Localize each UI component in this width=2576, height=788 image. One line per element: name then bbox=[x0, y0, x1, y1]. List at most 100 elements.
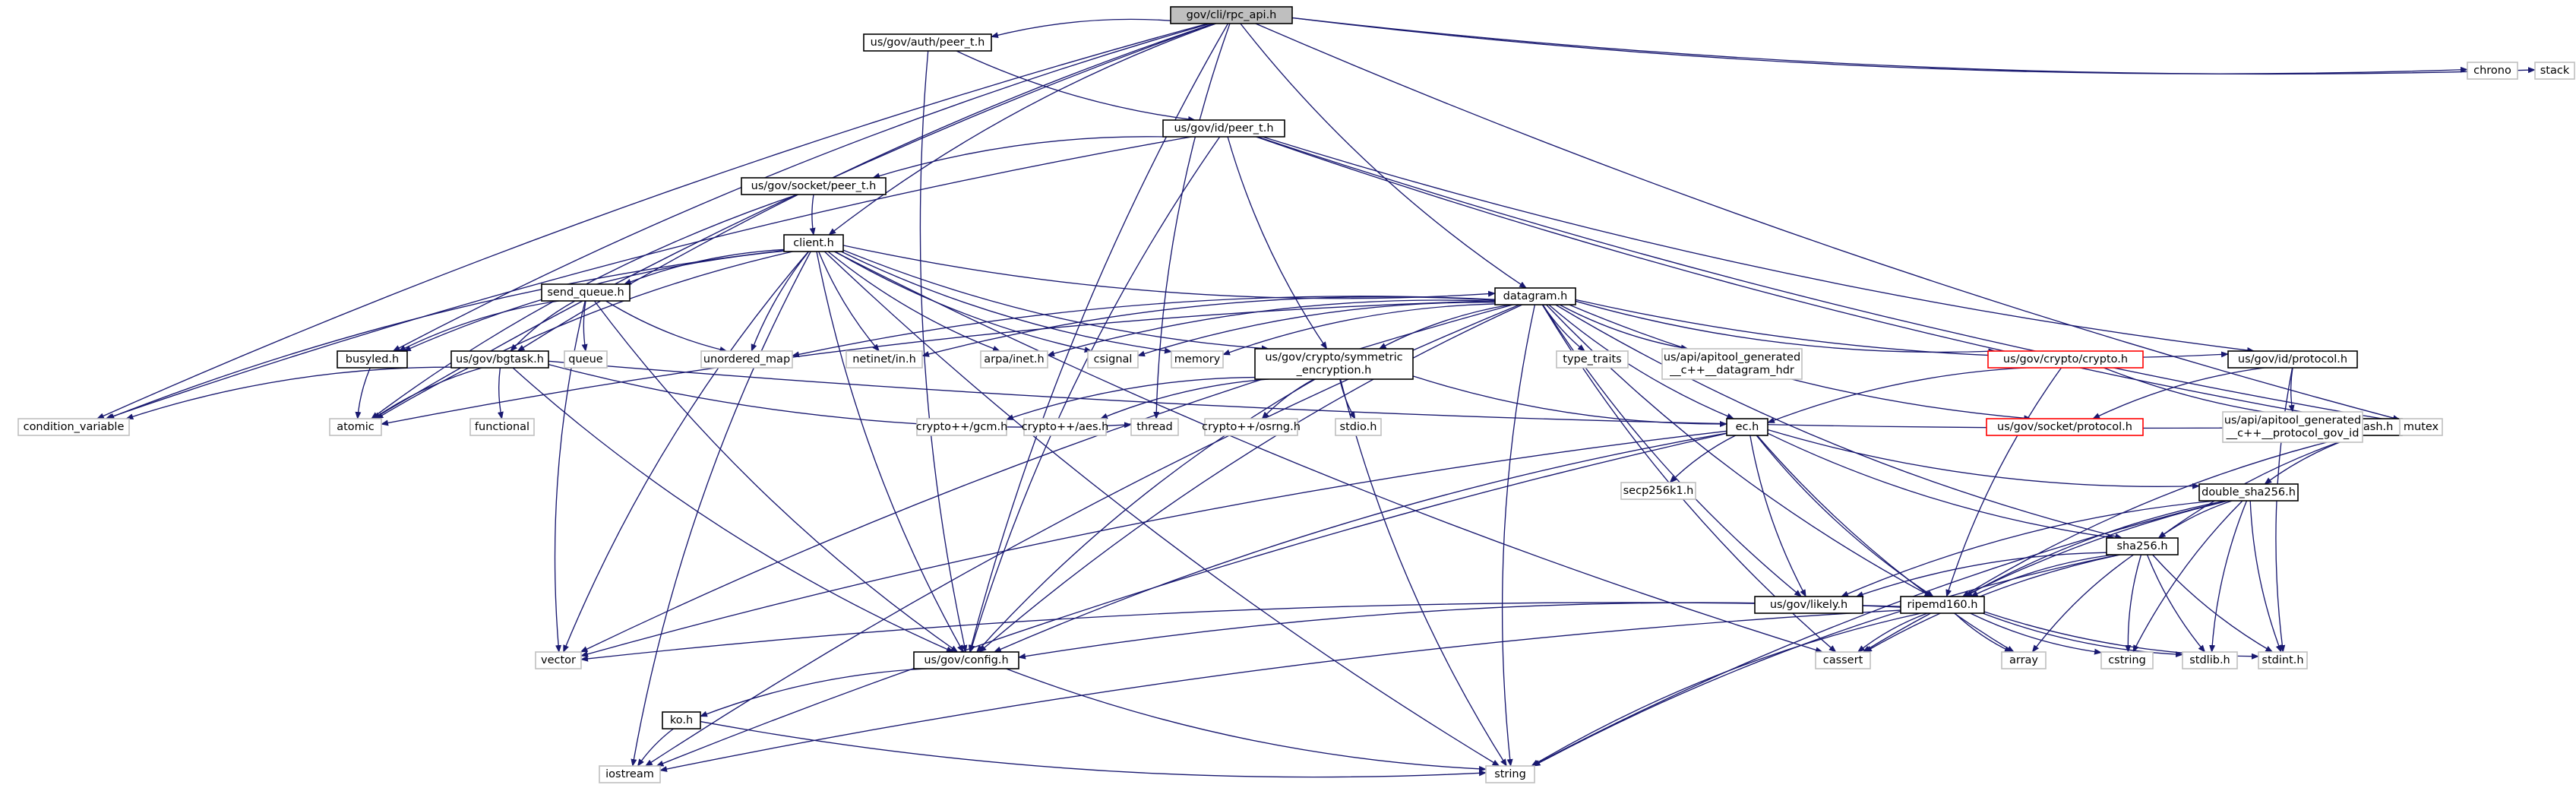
node-label: stdio.h bbox=[1340, 421, 1377, 433]
node-sha256[interactable]: sha256.h bbox=[2106, 537, 2179, 555]
edge-datagram-to-apitool_dgram bbox=[1559, 304, 1689, 351]
node-stdint: stdint.h bbox=[2258, 651, 2308, 669]
edge-datagram-to-string bbox=[1501, 304, 1536, 767]
node-box bbox=[1556, 350, 1629, 369]
edge-send_queue-to-unordered_map bbox=[605, 300, 728, 353]
node-symenc[interactable]: us/gov/crypto/symmetric_encryption.h bbox=[1254, 348, 1414, 380]
edge-client-to-iostream bbox=[631, 251, 811, 767]
node-label: us/api/apitool_generated bbox=[2224, 415, 2361, 427]
edge-hash_h-to-ripemd bbox=[1961, 435, 2355, 597]
edge-id_peer-to-mutex bbox=[1256, 136, 2401, 424]
node-box bbox=[599, 765, 661, 783]
node-apitool-dgram: us/api/apitool_generated__c++__datagram_… bbox=[1661, 348, 1803, 380]
node-likely[interactable]: us/gov/likely.h bbox=[1754, 596, 1863, 614]
node-label: busyled.h bbox=[346, 353, 399, 366]
edge-client-to-unordered_map bbox=[751, 251, 810, 352]
edge-symenc-to-ec_h bbox=[1412, 375, 1727, 427]
edge-sha256-to-cassert bbox=[1864, 554, 2121, 653]
edge-ripemd-to-cassert bbox=[1857, 612, 1928, 653]
node-ripemd[interactable]: ripemd160.h bbox=[1900, 596, 1985, 614]
node-box bbox=[1754, 596, 1863, 614]
edge-ec_h-to-ripemd bbox=[1756, 435, 1934, 597]
edge-client-to-send_queue bbox=[623, 248, 785, 285]
node-label: us/gov/id/peer_t.h bbox=[1174, 122, 1273, 134]
edge-client-to-symenc bbox=[842, 249, 1269, 352]
edge-layer bbox=[96, 17, 2536, 778]
node-label: us/gov/bgtask.h bbox=[456, 353, 544, 366]
node-box bbox=[469, 418, 535, 436]
node-ko[interactable]: ko.h bbox=[662, 711, 701, 729]
node-socket-protocol[interactable]: us/gov/socket/protocol.h bbox=[1986, 418, 2144, 436]
edge-client-to-condvar bbox=[106, 250, 785, 419]
node-box bbox=[1987, 350, 2144, 369]
edge-symenc-to-osrng bbox=[1261, 378, 1315, 419]
node-id-peer[interactable]: us/gov/id/peer_t.h bbox=[1162, 119, 1285, 138]
edge-ec_h-to-vector bbox=[580, 430, 1727, 657]
node-box bbox=[916, 418, 1007, 436]
node-auth-peer[interactable]: us/gov/auth/peer_t.h bbox=[863, 33, 992, 52]
edge-sha256-to-stdint bbox=[2152, 554, 2274, 653]
edge-send_queue-to-bgtask bbox=[510, 300, 576, 352]
node-client[interactable]: client.h bbox=[783, 234, 844, 252]
node-type-traits: type_traits bbox=[1556, 350, 1629, 369]
node-unordered-map: unordered_map bbox=[700, 350, 793, 369]
node-id-protocol[interactable]: us/gov/id/protocol.h bbox=[2227, 350, 2358, 369]
edge-id_peer-to-socket_peer bbox=[872, 136, 1165, 179]
node-ec-h[interactable]: ec.h bbox=[1726, 418, 1768, 436]
node-crypto-h[interactable]: us/gov/crypto/crypto.h bbox=[1987, 350, 2144, 369]
edge-ko-to-iostream bbox=[637, 728, 674, 767]
edge-datagram-to-arpa bbox=[1047, 299, 1496, 357]
edge-rpc_api-to-datagram bbox=[1240, 23, 1527, 289]
node-label: us/gov/id/protocol.h bbox=[2238, 353, 2347, 366]
node-label: send_queue.h bbox=[547, 286, 624, 299]
node-box bbox=[1900, 596, 1985, 614]
edge-send_queue-to-config bbox=[593, 300, 959, 653]
node-box bbox=[980, 350, 1048, 369]
node-queue: queue bbox=[564, 350, 608, 369]
node-box bbox=[1661, 348, 1803, 380]
edge-client-to-cassert bbox=[833, 251, 1823, 654]
node-datagram[interactable]: datagram.h bbox=[1494, 287, 1576, 305]
node-busyled[interactable]: busyled.h bbox=[337, 350, 408, 369]
edge-rpc_api-to-mutex bbox=[1255, 23, 2401, 421]
node-rpc-api[interactable]: gov/cli/rpc_api.h bbox=[1170, 6, 1293, 24]
node-label: unordered_map bbox=[703, 353, 790, 366]
edge-rpc_api-to-client bbox=[828, 23, 1217, 236]
edge-busyled-to-atomic bbox=[355, 367, 371, 419]
edge-id_peer-to-config bbox=[969, 136, 1221, 653]
node-box bbox=[913, 651, 1019, 669]
node-double-sha[interactable]: double_sha256.h bbox=[2198, 483, 2299, 502]
node-box bbox=[17, 418, 130, 436]
node-box bbox=[2222, 411, 2363, 443]
edge-sha256-to-likely bbox=[1855, 552, 2107, 597]
edge-ripemd-to-cstring bbox=[1970, 612, 2102, 655]
node-label: ec.h bbox=[1736, 421, 1759, 433]
node-chrono: chrono bbox=[2467, 62, 2518, 80]
node-box bbox=[2258, 651, 2308, 669]
node-label: type_traits bbox=[1563, 353, 1621, 366]
node-bgtask[interactable]: us/gov/bgtask.h bbox=[450, 350, 549, 369]
node-box bbox=[337, 350, 408, 369]
edge-socket_peer-to-client bbox=[809, 194, 816, 236]
edge-ec_h-to-array bbox=[1756, 435, 2015, 653]
node-box bbox=[1023, 418, 1107, 436]
edge-datagram-to-crypto_h bbox=[1575, 300, 1996, 355]
node-config[interactable]: us/gov/config.h bbox=[913, 651, 1019, 669]
node-send-queue[interactable]: send_queue.h bbox=[541, 283, 631, 302]
node-label: us/gov/config.h bbox=[924, 654, 1008, 666]
node-apitool-proto: us/api/apitool_generated__c++__protocol_… bbox=[2222, 411, 2363, 443]
edge-datagram-to-atomic bbox=[381, 300, 1496, 426]
node-string: string bbox=[1485, 765, 1535, 783]
node-label: __c++__protocol_gov_id bbox=[2226, 428, 2359, 440]
edge-id_peer-to-hash_h bbox=[1256, 136, 2348, 422]
node-thread: thread bbox=[1130, 418, 1179, 436]
node-socket-peer[interactable]: us/gov/socket/peer_t.h bbox=[741, 177, 887, 195]
edge-bgtask-to-atomic bbox=[372, 367, 482, 419]
edge-datagram-to-type_traits bbox=[1542, 304, 1585, 352]
node-box bbox=[700, 350, 793, 369]
node-secp: secp256k1.h bbox=[1620, 482, 1696, 500]
node-box bbox=[2100, 651, 2154, 669]
node-label: double_sha256.h bbox=[2201, 486, 2296, 498]
edge-id_protocol-to-socket_protocol bbox=[2092, 367, 2265, 419]
edge-client-to-string bbox=[823, 251, 1500, 767]
